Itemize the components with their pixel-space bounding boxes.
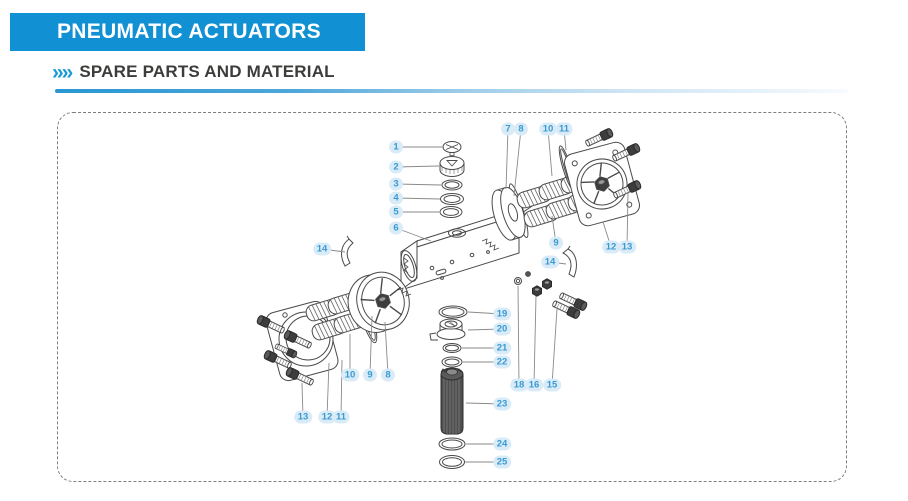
part-nuts-16 — [532, 278, 552, 297]
part-pinion-shaft — [440, 367, 464, 435]
part-oring-25 — [439, 455, 465, 469]
part-stop-cam-right — [562, 245, 577, 278]
part-ball — [525, 271, 531, 277]
page-subtitle: SPARE PARTS AND MATERIAL — [79, 62, 335, 81]
accent-divider — [55, 89, 848, 93]
part-right-end-cap — [564, 141, 640, 227]
part-oring-22 — [441, 356, 463, 368]
part-position-indicator — [442, 141, 462, 156]
part-washer-18 — [514, 277, 522, 285]
part-oring-24 — [438, 437, 466, 451]
part-bushing-20 — [429, 318, 466, 341]
part-oring-21 — [442, 343, 462, 353]
part-rack-teeth-right — [481, 238, 500, 251]
part-oring-5 — [439, 206, 463, 218]
title-banner: PNEUMATIC ACTUATORS — [10, 13, 365, 51]
part-rack-teeth-left — [397, 287, 412, 297]
part-left-piston — [347, 271, 410, 333]
part-oring-3 — [441, 179, 463, 191]
part-oring-19 — [438, 305, 468, 319]
part-right-piston — [491, 183, 529, 241]
part-oring-4 — [440, 193, 464, 205]
part-plug — [439, 156, 465, 177]
subtitle-row: »» SPARE PARTS AND MATERIAL — [52, 60, 335, 84]
diagram-panel — [57, 112, 847, 482]
double-chevron-icon: »» — [52, 60, 73, 84]
part-stop-cam-left — [341, 235, 354, 267]
page-title: PNEUMATIC ACTUATORS — [57, 20, 321, 43]
